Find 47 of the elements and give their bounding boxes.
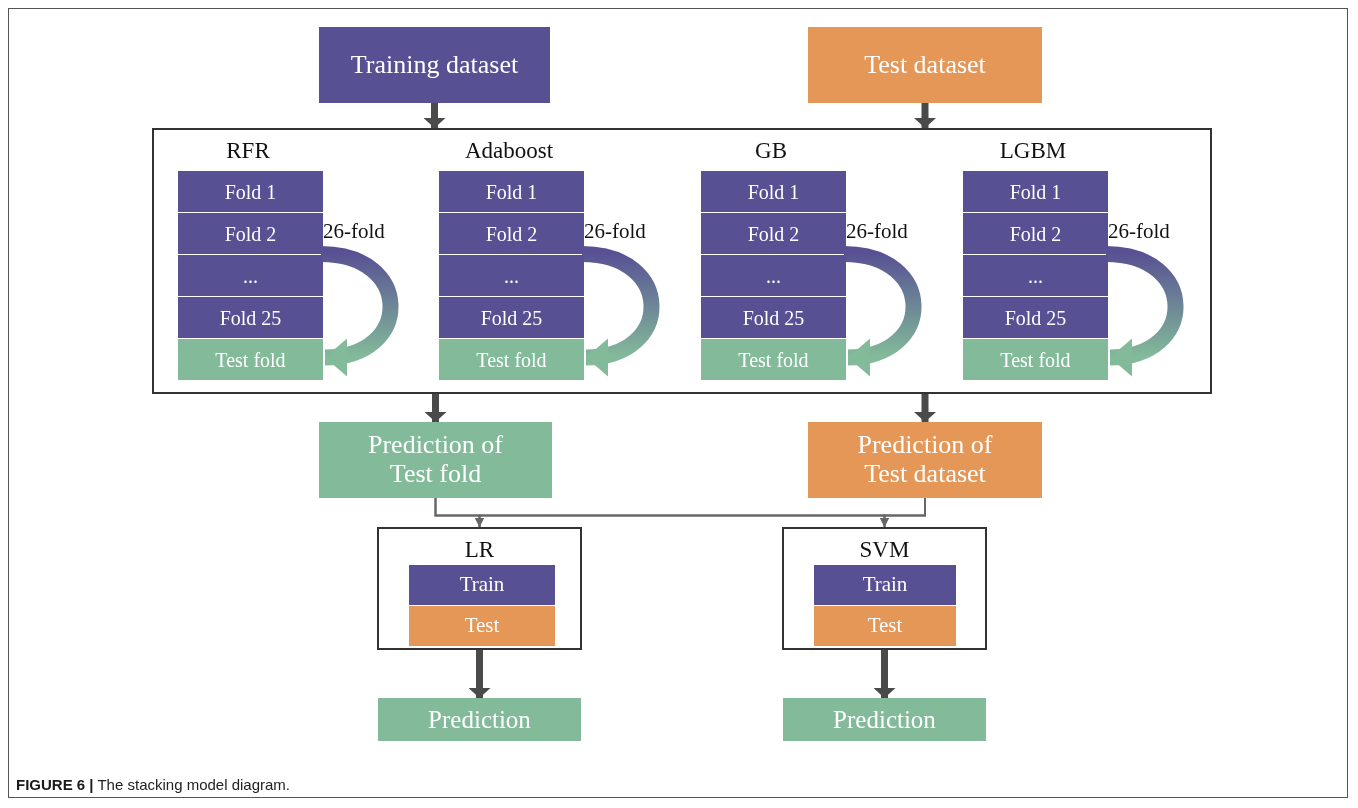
dataset-box: Test dataset <box>808 27 1042 103</box>
fold-box: Fold 1 <box>963 171 1108 212</box>
test-fold-box: Test fold <box>178 339 323 380</box>
model-heading: LR <box>464 537 495 563</box>
model-name: GB <box>755 138 787 164</box>
model-name: Adaboost <box>464 138 554 164</box>
model-heading: SVM <box>859 537 910 563</box>
connector-arrow <box>423 103 446 128</box>
prediction-box: Prediction of Test dataset <box>808 422 1042 498</box>
prediction-box: Prediction <box>783 698 986 741</box>
fold-box: Fold 1 <box>701 171 846 212</box>
fold-box: ... <box>178 255 323 296</box>
prediction-box: Prediction <box>378 698 581 741</box>
fold-box: ... <box>439 255 584 296</box>
train-box: Train <box>409 565 555 605</box>
test-box: Test <box>814 606 956 646</box>
meta-model-panel <box>782 527 987 650</box>
edge-label: 26-fold <box>1108 219 1170 244</box>
model-panel <box>152 128 1212 394</box>
connector-arrow <box>914 103 936 128</box>
fold-box: Fold 25 <box>178 297 323 338</box>
edge-label: 26-fold <box>584 219 646 244</box>
train-box: Train <box>814 565 956 605</box>
fold-box: Fold 1 <box>439 171 584 212</box>
model-name: RFR <box>226 138 270 164</box>
fold-box: ... <box>701 255 846 296</box>
edge-label: 26-fold <box>323 219 385 244</box>
test-fold-box: Test fold <box>439 339 584 380</box>
fold-box: Fold 2 <box>439 213 584 254</box>
prediction-box: Prediction of Test fold <box>319 422 552 498</box>
fold-box: Fold 2 <box>701 213 846 254</box>
fold-box: Fold 2 <box>178 213 323 254</box>
fold-box: Fold 25 <box>701 297 846 338</box>
test-fold-box: Test fold <box>963 339 1108 380</box>
fold-box: Fold 25 <box>963 297 1108 338</box>
fold-box: Fold 25 <box>439 297 584 338</box>
test-box: Test <box>409 606 555 646</box>
meta-model-panel <box>377 527 582 650</box>
fold-box: Fold 1 <box>178 171 323 212</box>
test-fold-box: Test fold <box>701 339 846 380</box>
figure-caption: FIGURE 6 | The stacking model diagram. <box>16 776 291 793</box>
dataset-box: Training dataset <box>319 27 550 103</box>
connector-arrow <box>880 497 926 528</box>
edge-label: 26-fold <box>846 219 908 244</box>
fold-box: ... <box>963 255 1108 296</box>
model-name: LGBM <box>999 138 1067 164</box>
fold-box: Fold 2 <box>963 213 1108 254</box>
